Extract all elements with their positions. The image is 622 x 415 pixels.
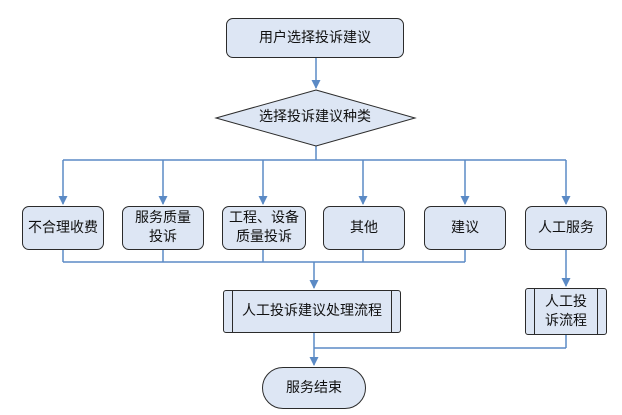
category-label: 服务质量 投诉 (135, 210, 191, 245)
decision-diamond (214, 89, 417, 147)
decision-text: 选择投诉建议种类 (259, 109, 371, 125)
category-label: 建议 (451, 219, 479, 236)
category-label: 其他 (350, 219, 378, 236)
manual-process-box: 人工投 诉流程 (525, 288, 607, 335)
decision-label: 选择投诉建议种类 (214, 98, 416, 134)
start-box: 用户选择投诉建议 (226, 18, 404, 58)
category-box-service-quality: 服务质量 投诉 (122, 206, 204, 250)
start-label: 用户选择投诉建议 (259, 29, 371, 46)
category-box-other: 其他 (323, 206, 405, 250)
end-label: 服务结束 (286, 379, 342, 396)
main-process-label: 人工投诉建议处理流程 (242, 303, 382, 319)
category-box-engineering-quality: 工程、设备 质量投诉 (222, 206, 306, 250)
category-label: 不合理收费 (28, 219, 98, 236)
main-process-box: 人工投诉建议处理流程 (223, 290, 401, 333)
category-box-manual-service: 人工服务 (525, 206, 607, 250)
category-box-suggestion: 建议 (424, 206, 506, 250)
manual-process-label: 人工投 诉流程 (545, 293, 587, 329)
category-label: 工程、设备 质量投诉 (229, 210, 299, 245)
category-box-unreasonable-fee: 不合理收费 (22, 206, 104, 250)
end-box: 服务结束 (262, 367, 366, 409)
category-label: 人工服务 (538, 219, 594, 236)
